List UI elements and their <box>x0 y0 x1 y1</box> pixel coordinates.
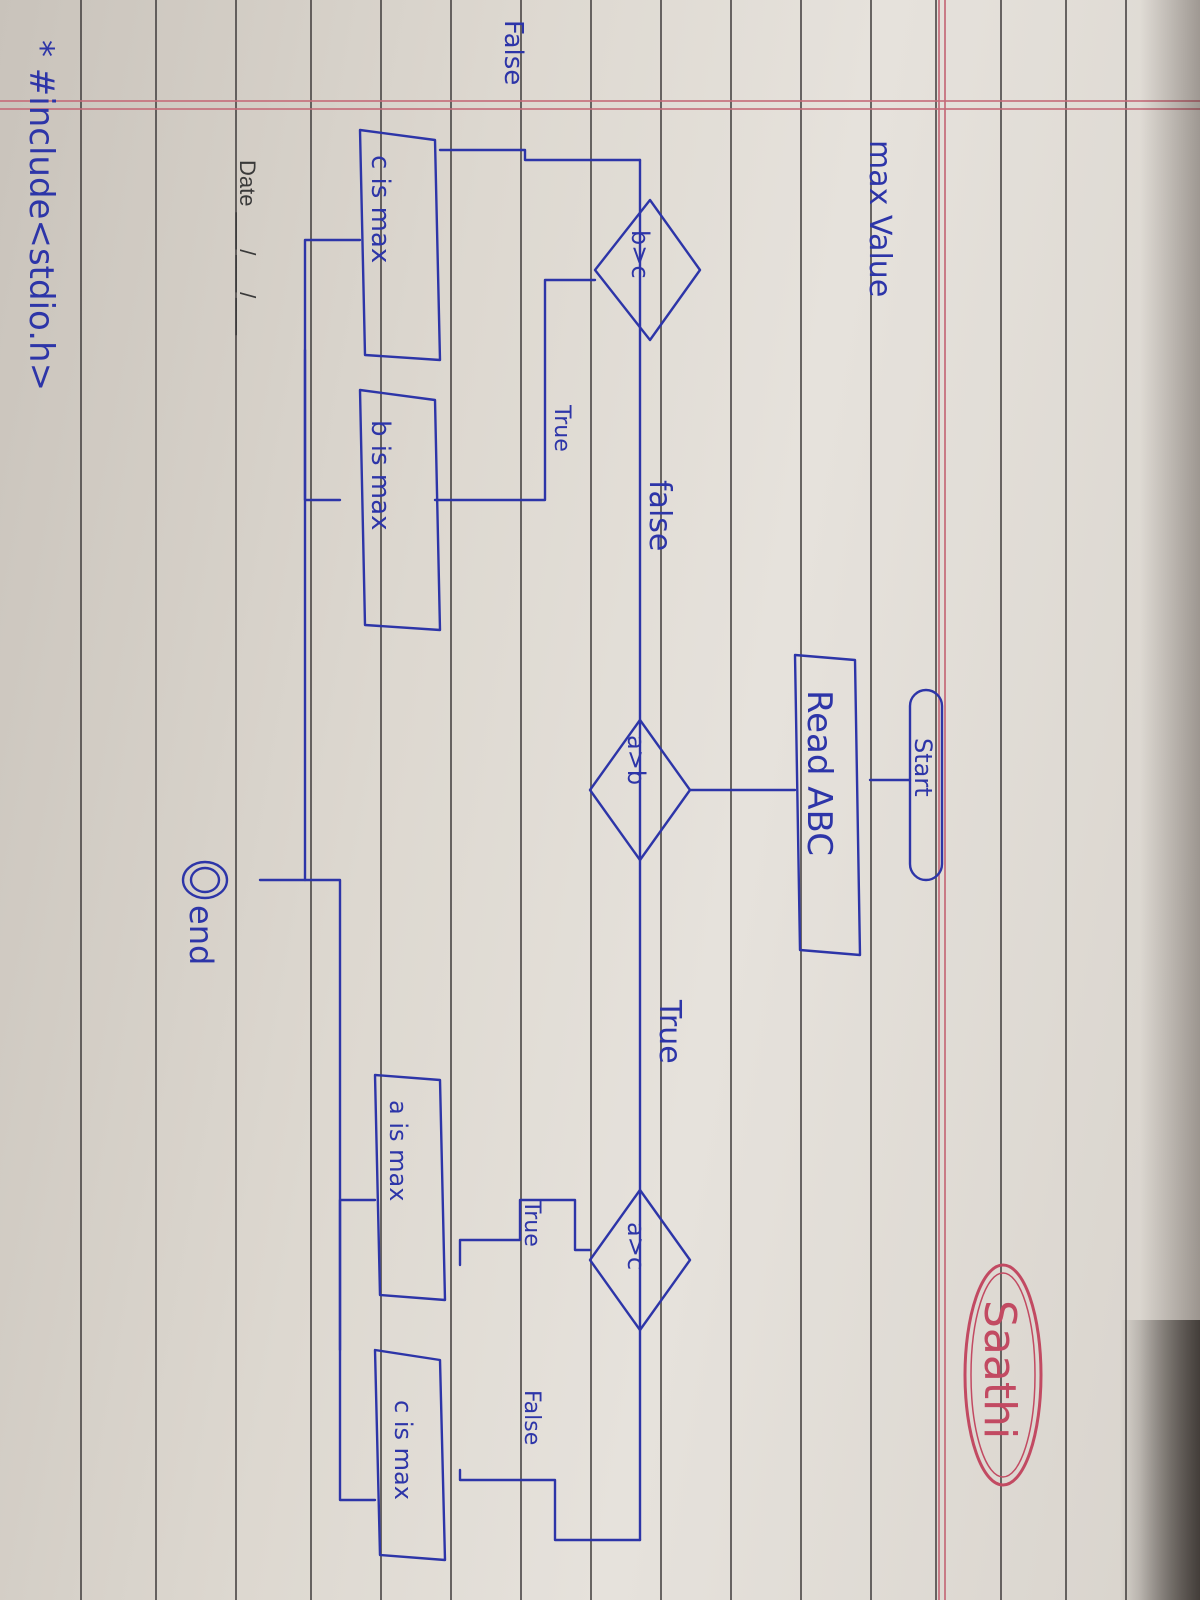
margin-line <box>944 0 946 1600</box>
label-true-right: True <box>519 1199 544 1247</box>
rule-line <box>1125 0 1127 1600</box>
rule-line <box>800 0 802 1600</box>
output-b-label: b is max <box>365 420 395 530</box>
rule-line <box>80 0 82 1600</box>
decision-b-gt-c: b>c <box>593 198 702 342</box>
decision-a-gt-c: a>c <box>588 1188 692 1332</box>
label-false-right: False <box>519 1390 544 1445</box>
output-b-is-max: b is max <box>358 388 442 632</box>
merge-connector-left <box>303 238 362 502</box>
top-margin-line <box>0 108 1200 110</box>
margin-line <box>938 0 940 1600</box>
decision-true-branch-label: a>c <box>622 1222 650 1270</box>
true-branch-connector-left <box>433 278 597 502</box>
rule-line <box>590 0 592 1600</box>
rule-line <box>450 0 452 1600</box>
output-c-right-label: c is max <box>389 1400 417 1500</box>
output-a-is-max: a is max <box>373 1073 447 1302</box>
output-a-label: a is max <box>384 1100 412 1201</box>
input-box: Read ABC <box>793 653 862 957</box>
brand-text: Saathi <box>974 1300 1025 1439</box>
label-true-left: True <box>549 404 574 452</box>
rule-line <box>1065 0 1067 1600</box>
rule-line <box>870 0 872 1600</box>
rule-line <box>730 0 732 1600</box>
output-c-is-max-left: c is max <box>358 128 442 362</box>
final-merge-line <box>303 348 342 1352</box>
decision-false-branch-label: b>c <box>626 230 654 279</box>
page-corner-shadow <box>1120 1320 1200 1600</box>
end-label: end <box>182 905 220 965</box>
rule-line <box>155 0 157 1600</box>
top-margin-line <box>0 100 1200 102</box>
footer-note: * #include<stdio.h> <box>21 40 61 391</box>
merge-connector-right <box>338 1198 377 1502</box>
output-c-is-max-right: c is max <box>373 1348 447 1562</box>
true-branch-connector <box>458 1198 592 1267</box>
rule-line <box>1000 0 1002 1600</box>
decision-a-gt-b: a>b <box>588 718 692 862</box>
start-terminal: Start <box>908 688 944 882</box>
rule-line <box>235 0 237 1600</box>
page-heading: max Value <box>862 140 897 297</box>
start-label: Start <box>909 738 937 797</box>
input-label: Read ABC <box>799 690 839 856</box>
false-branch-connector-left <box>438 148 642 162</box>
label-false-main: false <box>642 480 677 551</box>
rule-line <box>310 0 312 1600</box>
rule-line <box>380 0 382 1600</box>
output-c-left-label: c is max <box>365 155 395 263</box>
brand-logo: Saathi <box>963 1263 1043 1487</box>
date-label: Date ___/___/___ <box>235 160 260 336</box>
label-false-left: False <box>498 20 528 85</box>
rule-line <box>660 0 662 1600</box>
decision-main-label: a>b <box>622 735 650 785</box>
label-true-main: True <box>652 999 687 1064</box>
rule-line <box>935 0 937 1600</box>
false-branch-connector <box>458 1468 642 1542</box>
end-terminal: end <box>181 860 229 965</box>
rule-line <box>520 0 522 1600</box>
